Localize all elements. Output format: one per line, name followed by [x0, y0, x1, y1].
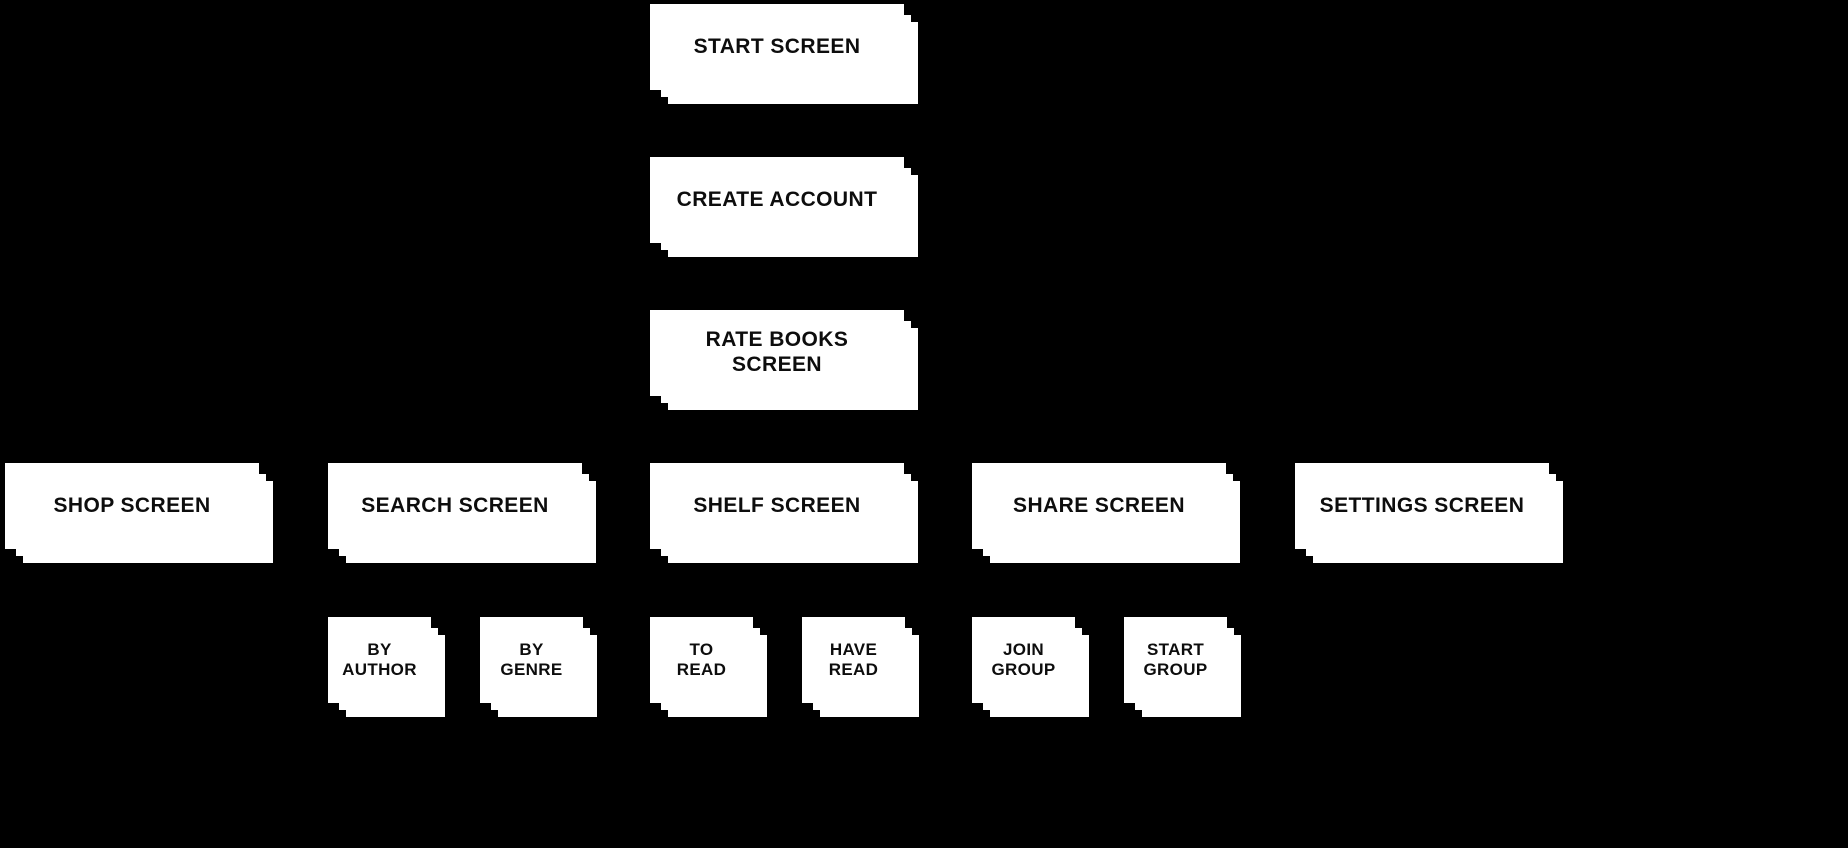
node-settings-screen[interactable]: SETTINGS SCREEN	[1295, 463, 1563, 563]
node-share-screen[interactable]: SHARE SCREEN	[972, 463, 1240, 563]
card-front-sheet: RATE BOOKS SCREEN	[650, 310, 904, 396]
node-label: BY AUTHOR	[342, 639, 417, 679]
card-front-sheet: START SCREEN	[650, 4, 904, 90]
node-create-account[interactable]: CREATE ACCOUNT	[650, 157, 918, 257]
node-label: SHOP SCREEN	[53, 493, 211, 517]
card-front-sheet: CREATE ACCOUNT	[650, 157, 904, 243]
node-label: SHARE SCREEN	[1013, 493, 1185, 517]
card-front-sheet: SETTINGS SCREEN	[1295, 463, 1549, 549]
node-to-read[interactable]: TO READ	[650, 617, 767, 717]
node-label: HAVE READ	[828, 639, 879, 679]
node-start-screen[interactable]: START SCREEN	[650, 4, 918, 104]
node-label: BY GENRE	[500, 639, 563, 679]
card-front-sheet: SHOP SCREEN	[5, 463, 259, 549]
node-label: CREATE ACCOUNT	[676, 187, 878, 211]
node-by-genre[interactable]: BY GENRE	[480, 617, 597, 717]
card-front-sheet: START GROUP	[1124, 617, 1227, 703]
node-search-screen[interactable]: SEARCH SCREEN	[328, 463, 596, 563]
card-front-sheet: BY GENRE	[480, 617, 583, 703]
node-label: SETTINGS SCREEN	[1319, 493, 1525, 517]
card-front-sheet: SHELF SCREEN	[650, 463, 904, 549]
node-label: JOIN GROUP	[991, 639, 1056, 679]
node-label: RATE BOOKS SCREEN	[705, 328, 849, 376]
node-start-group[interactable]: START GROUP	[1124, 617, 1241, 717]
card-front-sheet: BY AUTHOR	[328, 617, 431, 703]
node-shelf-screen[interactable]: SHELF SCREEN	[650, 463, 918, 563]
card-front-sheet: SHARE SCREEN	[972, 463, 1226, 549]
card-front-sheet: SEARCH SCREEN	[328, 463, 582, 549]
card-front-sheet: TO READ	[650, 617, 753, 703]
node-label: START SCREEN	[693, 34, 861, 58]
node-label: TO READ	[676, 639, 727, 679]
card-front-sheet: HAVE READ	[802, 617, 905, 703]
node-by-author[interactable]: BY AUTHOR	[328, 617, 445, 717]
node-label: SEARCH SCREEN	[361, 493, 549, 517]
node-label: START GROUP	[1143, 639, 1208, 679]
node-have-read[interactable]: HAVE READ	[802, 617, 919, 717]
node-label: SHELF SCREEN	[693, 493, 861, 517]
card-front-sheet: JOIN GROUP	[972, 617, 1075, 703]
node-shop-screen[interactable]: SHOP SCREEN	[5, 463, 273, 563]
node-join-group[interactable]: JOIN GROUP	[972, 617, 1089, 717]
node-rate-books[interactable]: RATE BOOKS SCREEN	[650, 310, 918, 410]
